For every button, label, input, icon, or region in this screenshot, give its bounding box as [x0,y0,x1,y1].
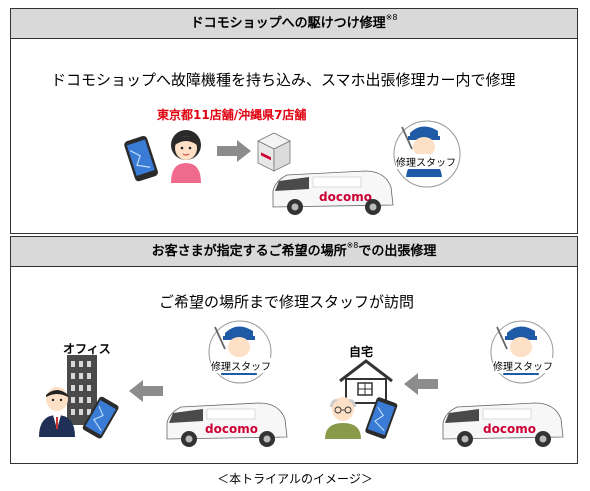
onsite-repair-lead: ご希望の場所まで修理スタッフが訪問 [159,293,415,311]
woman-customer-icon [171,130,201,183]
businessman-icon [39,387,75,437]
office-label: オフィス [63,342,111,356]
smartphone-icon [365,397,398,439]
shop-repair-lead: ドコモショップへ故障機種を持ち込み、スマホ出張修理カー内で修理 [51,71,516,89]
home-label: 自宅 [349,345,374,359]
repair-staff-icon [208,320,272,384]
arrow-right-icon [217,140,251,162]
smartphone-icon [124,135,158,182]
shop-repair-header-note: ※8 [385,13,398,22]
onsite-repair-header-note: ※8 [346,241,359,250]
repair-staff-icon [490,320,554,384]
elderly-man-icon [325,397,361,439]
repair-van-icon: docomo [272,170,394,215]
van-brand-logo: docomo [205,422,258,436]
shop-repair-panel: ドコモショップへの駆けつけ修理※8 ドコモショップへ故障機種を持ち込み、スマホ出… [10,8,578,234]
shop-repair-header-title: ドコモショップへの駆けつけ修理 [190,16,386,31]
staff-bubble-label-1: 修理スタッフ [211,358,271,373]
store-count-label: 東京都11店舗/沖縄県7店舗 [157,108,307,122]
arrow-left-icon [129,380,163,402]
repair-van-icon: docomo [442,402,564,447]
onsite-repair-panel: お客さまが指定するご希望の場所※8での出張修理 ご希望の場所まで修理スタッフが訪… [10,236,578,464]
repair-van-icon: docomo [166,402,288,447]
staff-bubble-label: 修理スタッフ [396,154,456,169]
onsite-repair-header-title: お客さまが指定するご希望の場所 [151,244,347,259]
shop-repair-header: ドコモショップへの駆けつけ修理※8 [11,9,577,39]
figure-caption: ＜本トライアルのイメージ＞ [217,472,373,486]
staff-bubble-label-2: 修理スタッフ [493,358,553,373]
onsite-repair-header: お客さまが指定するご希望の場所※8での出張修理 [11,237,577,267]
van-brand-logo: docomo [483,422,536,436]
smartphone-icon [82,396,119,439]
van-brand-logo: docomo [319,190,372,204]
docomo-box-icon [257,132,291,172]
arrow-left-icon [404,373,438,395]
onsite-repair-header-suffix: での出張修理 [358,244,437,259]
